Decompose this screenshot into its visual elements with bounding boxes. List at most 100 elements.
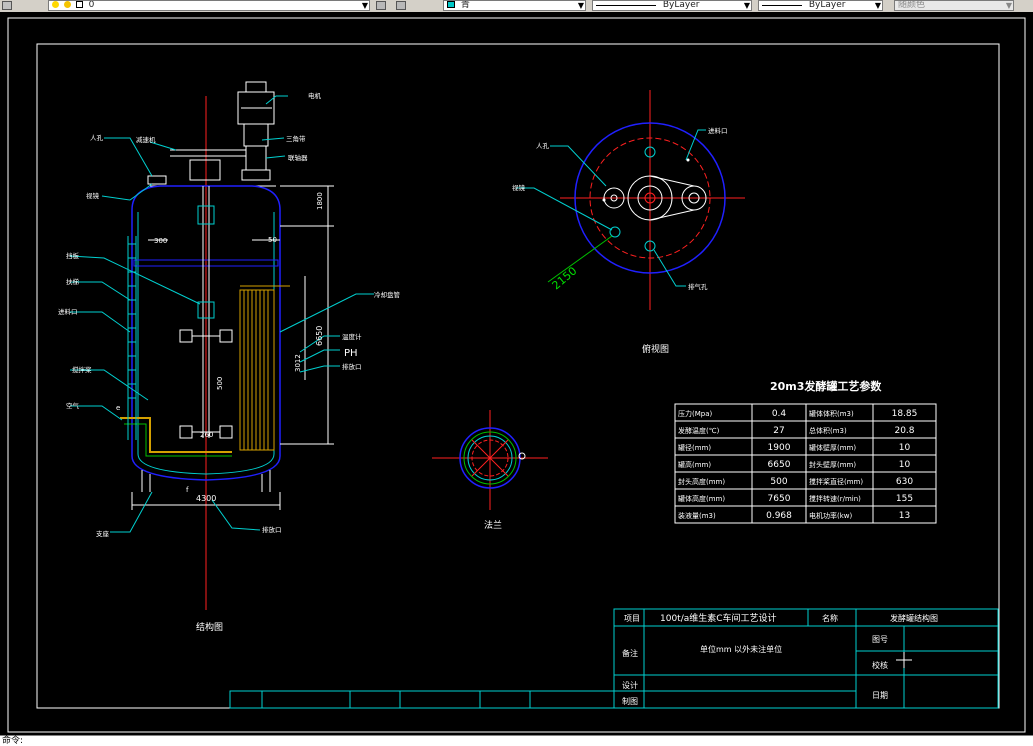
label-sightglass: 视镜 bbox=[86, 191, 100, 200]
tb-draw-label: 制图 bbox=[622, 696, 638, 706]
params-cell-label: 罐体高度(mm) bbox=[678, 494, 725, 503]
params-cell-value: 500 bbox=[770, 477, 787, 487]
label-air: 空气 bbox=[66, 401, 80, 410]
dim-3012: 3012 bbox=[294, 354, 302, 372]
tb-project-value: 100t/a维生素C车间工艺设计 bbox=[660, 612, 777, 624]
flange-view: 法兰 bbox=[432, 410, 548, 531]
color-swatch-icon bbox=[447, 1, 455, 8]
dim-6650: 6650 bbox=[315, 326, 324, 346]
dim-1800: 1800 bbox=[316, 192, 324, 210]
dim-50: 50 bbox=[268, 236, 277, 244]
params-cell-label: 罐体体积(m3) bbox=[809, 409, 854, 418]
params-cell-label: 封头高度(mm) bbox=[678, 477, 725, 486]
chevron-down-icon[interactable]: ▼ bbox=[1005, 1, 1012, 10]
linetype-line-icon bbox=[596, 1, 656, 6]
params-cell-label: 装液量(m3) bbox=[678, 511, 716, 520]
label-motor: 电机 bbox=[308, 91, 322, 100]
dim-500: 500 bbox=[216, 377, 224, 390]
label-reducer: 减速机 bbox=[136, 135, 156, 144]
tb-name-value: 发酵罐结构图 bbox=[890, 613, 938, 623]
params-cell-value: 155 bbox=[896, 494, 913, 504]
tb-design-label: 设计 bbox=[622, 680, 638, 690]
dim-300: 300 bbox=[154, 237, 167, 245]
label-thermometer: 温度计 bbox=[342, 332, 362, 341]
params-cell-value: 6650 bbox=[768, 460, 791, 470]
plotstyle-value: 随颜色 bbox=[898, 0, 926, 10]
params-table: 20m3发酵罐工艺参数 压力(Mpa) 0.4 罐体体积(m3) 18.85 发酵温度(… bbox=[674, 379, 937, 524]
sheet-outer-border bbox=[7, 17, 1026, 733]
plotstyle-dropdown[interactable]: 随颜色 ▼ bbox=[894, 0, 1014, 11]
params-title: 20m3发酵罐工艺参数 bbox=[770, 379, 882, 393]
label-coupling: 联轴器 bbox=[288, 153, 308, 162]
command-line[interactable]: 命令: bbox=[0, 735, 1033, 746]
tb-drawing-no-label: 图号 bbox=[872, 635, 888, 644]
params-cell-value: 10 bbox=[899, 443, 911, 453]
params-cell-value: 13 bbox=[899, 511, 910, 521]
top-view-title: 俯视图 bbox=[642, 343, 669, 355]
label-belt: 三角带 bbox=[286, 134, 306, 143]
params-cell-value: 0.4 bbox=[772, 409, 787, 419]
label-support: 支座 bbox=[96, 529, 110, 538]
label-top-vent: 排气孔 bbox=[688, 282, 708, 291]
tb-date-label: 日期 bbox=[872, 691, 888, 700]
label-top-manhole: 人孔 bbox=[536, 142, 550, 150]
layers-icon[interactable] bbox=[2, 1, 12, 10]
label-sampling: 排放口 bbox=[342, 362, 362, 371]
params-cell-value: 0.968 bbox=[766, 511, 792, 521]
label-drain: 排放口 bbox=[262, 525, 282, 534]
flange-title: 法兰 bbox=[484, 519, 502, 531]
params-cell-label: 封头壁厚(mm) bbox=[809, 460, 856, 469]
linetype-dropdown[interactable]: ByLayer ▼ bbox=[592, 0, 752, 11]
layer-previous-icon[interactable] bbox=[396, 1, 406, 10]
drawing-canvas[interactable]: 人孔 减速机 电机 三角带 联轴器 视镜 挡板 扶梯 进料口 搅拌桨 空气 冷却… bbox=[0, 12, 1033, 735]
lineweight-dropdown[interactable]: ByLayer ▼ bbox=[758, 0, 883, 11]
front-view: 人孔 减速机 电机 三角带 联轴器 视镜 挡板 扶梯 进料口 搅拌桨 空气 冷却… bbox=[58, 81, 401, 633]
params-cell-value: 20.8 bbox=[894, 426, 914, 436]
properties-toolbar: 0 ▼ 青 ▼ ByLayer ▼ ByLayer ▼ 随颜色 ▼ bbox=[0, 0, 1033, 13]
dim-260: 260 bbox=[200, 431, 213, 439]
lineweight-value: ByLayer bbox=[808, 0, 846, 10]
params-cell-value: 10 bbox=[899, 460, 911, 470]
dim-f: f bbox=[186, 486, 189, 494]
params-cell-label: 电机功率(kw) bbox=[809, 511, 853, 520]
tb-name-label: 名称 bbox=[822, 613, 838, 623]
params-cell-label: 搅拌桨直径(mm) bbox=[809, 477, 863, 486]
chevron-down-icon[interactable]: ▼ bbox=[743, 1, 750, 10]
chevron-down-icon[interactable]: ▼ bbox=[361, 1, 368, 10]
tb-remark-label: 备注 bbox=[622, 648, 638, 658]
label-cooling-coil: 冷却盘管 bbox=[374, 290, 401, 299]
label-impeller: 搅拌桨 bbox=[72, 365, 92, 374]
params-cell-label: 压力(Mpa) bbox=[678, 409, 713, 418]
layer-dropdown[interactable]: 0 ▼ bbox=[48, 0, 370, 11]
layer-bulb-icon bbox=[52, 1, 59, 8]
chevron-down-icon[interactable]: ▼ bbox=[874, 1, 881, 10]
make-layer-current-icon[interactable] bbox=[376, 1, 386, 10]
command-prompt: 命令: bbox=[2, 736, 24, 746]
label-top-inlet: 进料口 bbox=[708, 126, 728, 135]
dim-4300: 4300 bbox=[196, 494, 216, 503]
label-inlet: 进料口 bbox=[58, 307, 78, 316]
params-cell-label: 罐体壁厚(mm) bbox=[809, 443, 856, 452]
chevron-down-icon[interactable]: ▼ bbox=[577, 1, 584, 10]
front-view-title: 结构图 bbox=[196, 621, 223, 633]
params-cell-label: 搅拌转速(r/min) bbox=[809, 494, 861, 503]
label-ph: PH bbox=[344, 348, 358, 359]
params-cell-value: 27 bbox=[773, 426, 784, 436]
label-ladder: 扶梯 bbox=[66, 277, 80, 286]
title-block bbox=[229, 608, 999, 709]
params-cell-value: 1900 bbox=[768, 443, 791, 453]
layer-value: 0 bbox=[88, 0, 95, 10]
lineweight-line-icon bbox=[762, 1, 802, 6]
label-top-sightglass: 视镜 bbox=[512, 183, 526, 192]
linetype-value: ByLayer bbox=[662, 0, 700, 10]
color-dropdown[interactable]: 青 ▼ bbox=[443, 0, 586, 11]
params-cell-value: 630 bbox=[896, 477, 913, 487]
tb-remark-value: 单位mm 以外未注单位 bbox=[700, 644, 782, 654]
params-cell-value: 18.85 bbox=[892, 409, 918, 419]
layer-color-swatch-icon bbox=[75, 1, 83, 8]
tb-project-label: 项目 bbox=[624, 614, 640, 623]
params-cell-value: 7650 bbox=[768, 494, 791, 504]
params-cell-label: 发酵温度(℃) bbox=[678, 426, 720, 435]
color-value: 青 bbox=[460, 0, 470, 10]
label-baffle: 挡板 bbox=[66, 251, 80, 260]
